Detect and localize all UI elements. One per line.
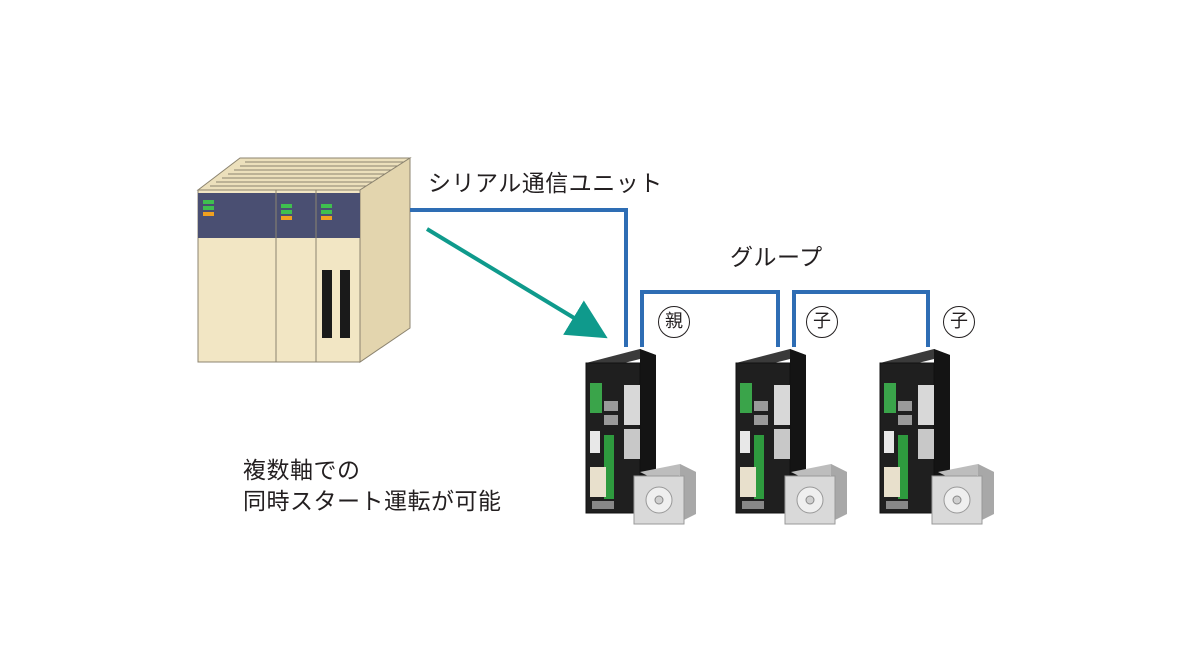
cable-parent-to-child1 <box>640 290 780 347</box>
child-badge-2: 子 <box>943 306 975 338</box>
motor-child-1 <box>784 464 847 525</box>
driver-parent <box>585 349 656 514</box>
child-badge-1: 子 <box>806 306 838 338</box>
cable-child1-to-child2 <box>792 290 930 347</box>
motor-parent <box>633 464 696 525</box>
multi-axis-caption-line-2: 同時スタート運転が可能 <box>243 489 502 515</box>
plc-side-face <box>359 157 411 363</box>
multi-axis-caption: 複数軸での 同時スタート運転が可能 <box>243 456 563 518</box>
multi-axis-caption-line-1: 複数軸での <box>243 458 361 484</box>
parent-badge: 親 <box>658 306 690 338</box>
plc-connector <box>340 270 350 338</box>
driver-child-2 <box>879 349 950 514</box>
communication-cables <box>410 208 930 347</box>
plc-panel-band <box>198 193 360 238</box>
motor-child-2 <box>931 464 994 525</box>
serial-unit-label: シリアル通信ユニット <box>428 171 663 197</box>
command-arrow <box>425 227 608 339</box>
plc-unit <box>196 157 412 363</box>
group-label: グループ <box>730 245 823 271</box>
plc-vent-slits <box>210 161 405 187</box>
driver-child-1 <box>735 349 806 514</box>
cable-plc-to-parent <box>410 208 628 347</box>
plc-connector <box>322 270 332 338</box>
plc-leds <box>203 200 332 220</box>
